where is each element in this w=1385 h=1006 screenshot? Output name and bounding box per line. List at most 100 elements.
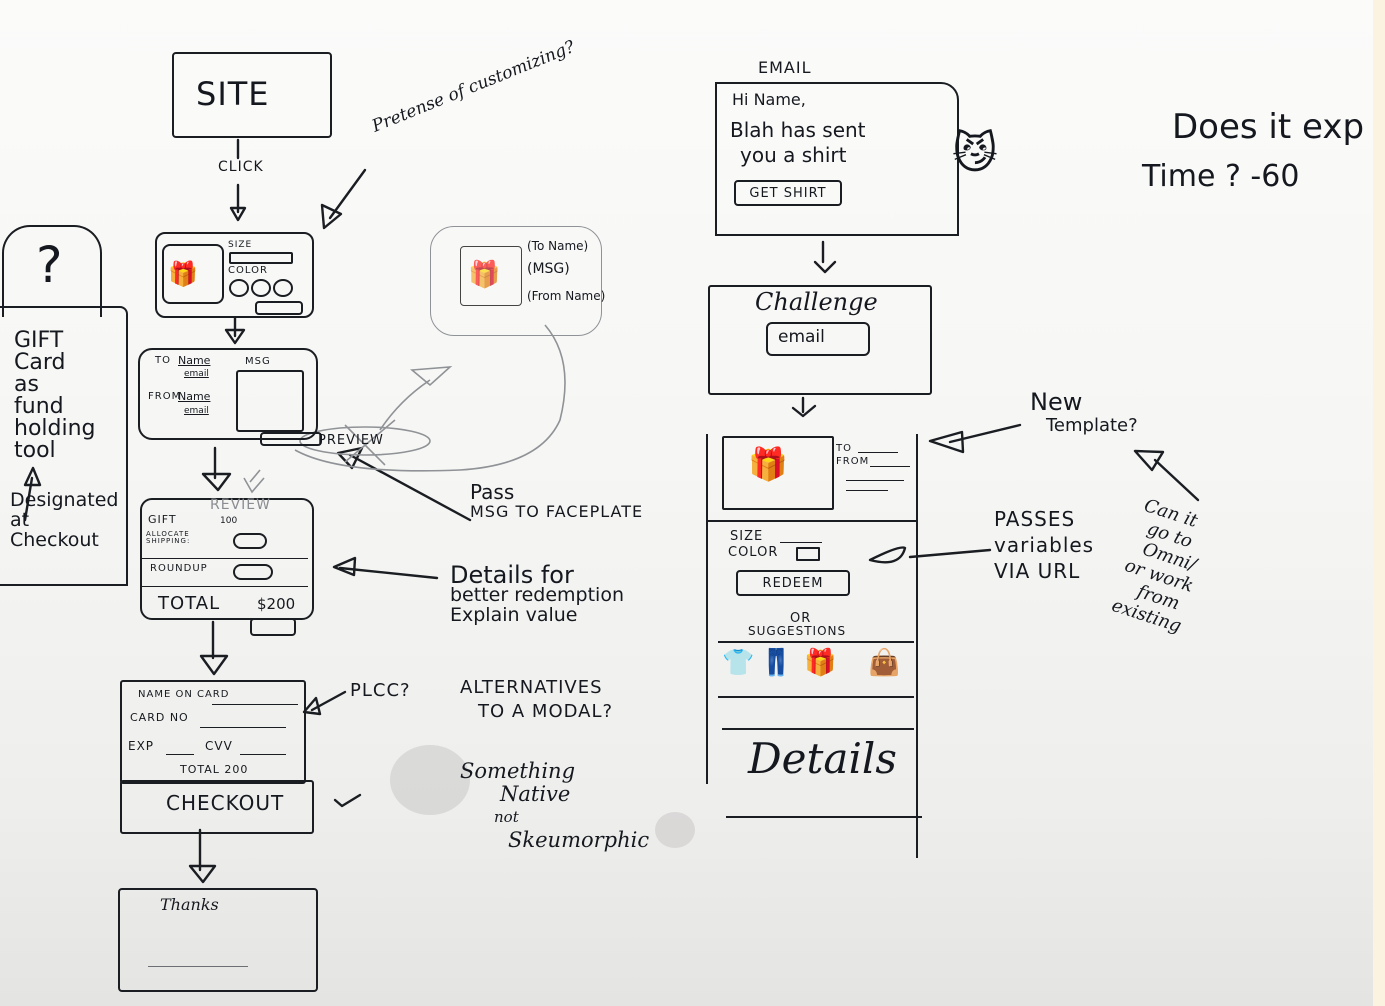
- plcc-note: PLCC?: [350, 680, 411, 701]
- suggestions-label: SUGGESTIONS: [748, 624, 847, 638]
- pass-msg-note: Pass MSG TO FACEPLATE: [470, 480, 644, 521]
- does-it-expire-note: Does it exp Time ? -60: [1142, 107, 1365, 194]
- gift-label: GIFT: [148, 513, 177, 526]
- mystery-gift-card: [2, 225, 102, 317]
- cvv-field[interactable]: [240, 754, 286, 755]
- suggestions-bottom-line: [718, 696, 914, 698]
- total-label: TOTAL: [158, 593, 221, 614]
- redeem-from-line: [870, 466, 910, 467]
- color-swatch-1[interactable]: [229, 279, 249, 297]
- roundup-toggle[interactable]: [233, 564, 273, 580]
- designated-note: Designated at Checkout: [10, 489, 119, 551]
- redeem-from-label: FROM: [836, 456, 870, 467]
- email-greeting: Hi Name,: [732, 90, 806, 109]
- review-next-button[interactable]: [250, 618, 296, 636]
- challenge-title: Challenge: [755, 288, 878, 316]
- payment-page-sketch: [120, 680, 306, 784]
- from-email-field[interactable]: email: [184, 406, 209, 416]
- details-label: Details: [748, 734, 897, 783]
- message-page-sketch: [138, 348, 318, 440]
- challenge-email-input[interactable]: [766, 322, 870, 356]
- challenge-email-placeholder: email: [778, 327, 825, 347]
- email-label: EMAIL: [758, 58, 812, 77]
- new-template-note: New Template?: [1030, 388, 1138, 436]
- preview-to-name: (To Name): [527, 239, 589, 253]
- redeem-gift-icon: 🎁: [748, 445, 788, 483]
- thanks-title: Thanks: [160, 895, 219, 914]
- or-label: OR: [790, 611, 812, 626]
- suggestions-top-line: [718, 641, 914, 643]
- site-label: SITE: [196, 75, 270, 113]
- redeem-size-line[interactable]: [780, 542, 822, 543]
- preview-image: [460, 246, 522, 306]
- shipping-toggle[interactable]: [233, 533, 267, 549]
- redeem-to-line: [858, 452, 898, 453]
- shipping-label: ALLOCATE SHIPPING:: [146, 530, 191, 545]
- color-swatch-2[interactable]: [251, 279, 271, 297]
- tshirt-icon[interactable]: 👕: [722, 648, 755, 678]
- question-mark-icon: ?: [36, 236, 63, 294]
- msg-textarea[interactable]: [236, 370, 304, 432]
- add-button[interactable]: [255, 301, 303, 315]
- redeem-msg-line-2: [846, 490, 888, 491]
- redeem-right-edge: [916, 434, 918, 858]
- color-swatch-3[interactable]: [273, 279, 293, 297]
- exp-field[interactable]: [166, 754, 194, 755]
- color-label: COLOR: [228, 265, 268, 276]
- preview-button[interactable]: [260, 432, 322, 446]
- email-body-line1: Blah has sent: [730, 118, 866, 142]
- gift-card-note-box: [0, 306, 128, 586]
- get-shirt-button[interactable]: GET SHIRT: [734, 180, 842, 206]
- to-name-field[interactable]: Name: [178, 354, 211, 367]
- site-box: [172, 52, 332, 138]
- card-no-field[interactable]: [200, 727, 286, 728]
- card-no-label: CARD NO: [130, 711, 189, 724]
- name-on-card-label: NAME ON CARD: [138, 689, 230, 700]
- cvv-label: CVV: [205, 739, 233, 753]
- review-divider: [142, 558, 308, 559]
- redeem-msg-line: [846, 480, 904, 481]
- redeem-divider-1: [706, 520, 918, 522]
- redeem-button[interactable]: REDEEM: [736, 570, 850, 596]
- click-label: CLICK: [218, 159, 264, 175]
- cartoon-cat-icon: 😼: [952, 128, 998, 179]
- to-email-field[interactable]: email: [184, 369, 209, 379]
- redeem-size-label: SIZE: [730, 529, 764, 544]
- name-on-card-field[interactable]: [212, 704, 298, 705]
- exp-label: EXP: [128, 739, 155, 753]
- payment-total: TOTAL 200: [180, 763, 249, 776]
- to-label: TO: [155, 355, 171, 366]
- gift-card-image-icon: [162, 244, 224, 304]
- bag-icon[interactable]: 👜: [868, 648, 901, 678]
- total-value: $200: [257, 595, 296, 613]
- thanks-page-sketch: [118, 888, 318, 992]
- preview-msg: (MSG): [527, 261, 570, 277]
- redeem-left-edge: [706, 434, 708, 784]
- from-label: FROM: [148, 391, 182, 402]
- from-name-field[interactable]: Name: [178, 390, 211, 403]
- pants-icon[interactable]: 👖: [760, 648, 793, 678]
- review-divider-2: [142, 586, 308, 587]
- redeem-image: [722, 436, 834, 510]
- redeem-color-label: COLOR: [728, 545, 779, 560]
- email-sketch: [715, 82, 959, 236]
- gift-value: 100: [220, 516, 238, 526]
- preview-gift-icon: 🎁: [468, 260, 501, 290]
- preview-card-sketch: [430, 226, 602, 336]
- product-page-sketch: [155, 232, 314, 318]
- details-top-line: [722, 728, 914, 730]
- passes-variables-note: PASSES variables via URL: [994, 507, 1095, 583]
- checkout-button[interactable]: [120, 780, 314, 834]
- gift-box-icon[interactable]: 🎁: [804, 648, 837, 678]
- review-title: REVIEW: [210, 497, 271, 513]
- roundup-label: ROUNDUP: [150, 563, 208, 574]
- something-native-note: Something Native not Skeumorphic: [460, 759, 650, 852]
- details-bottom-line: [726, 816, 922, 818]
- board-edge: [1373, 0, 1385, 1006]
- gift-image-glyph: 🎁: [168, 260, 198, 288]
- size-dropdown[interactable]: [229, 252, 293, 264]
- msg-label: MSG: [245, 356, 271, 367]
- redeem-color-swatch[interactable]: [796, 547, 820, 561]
